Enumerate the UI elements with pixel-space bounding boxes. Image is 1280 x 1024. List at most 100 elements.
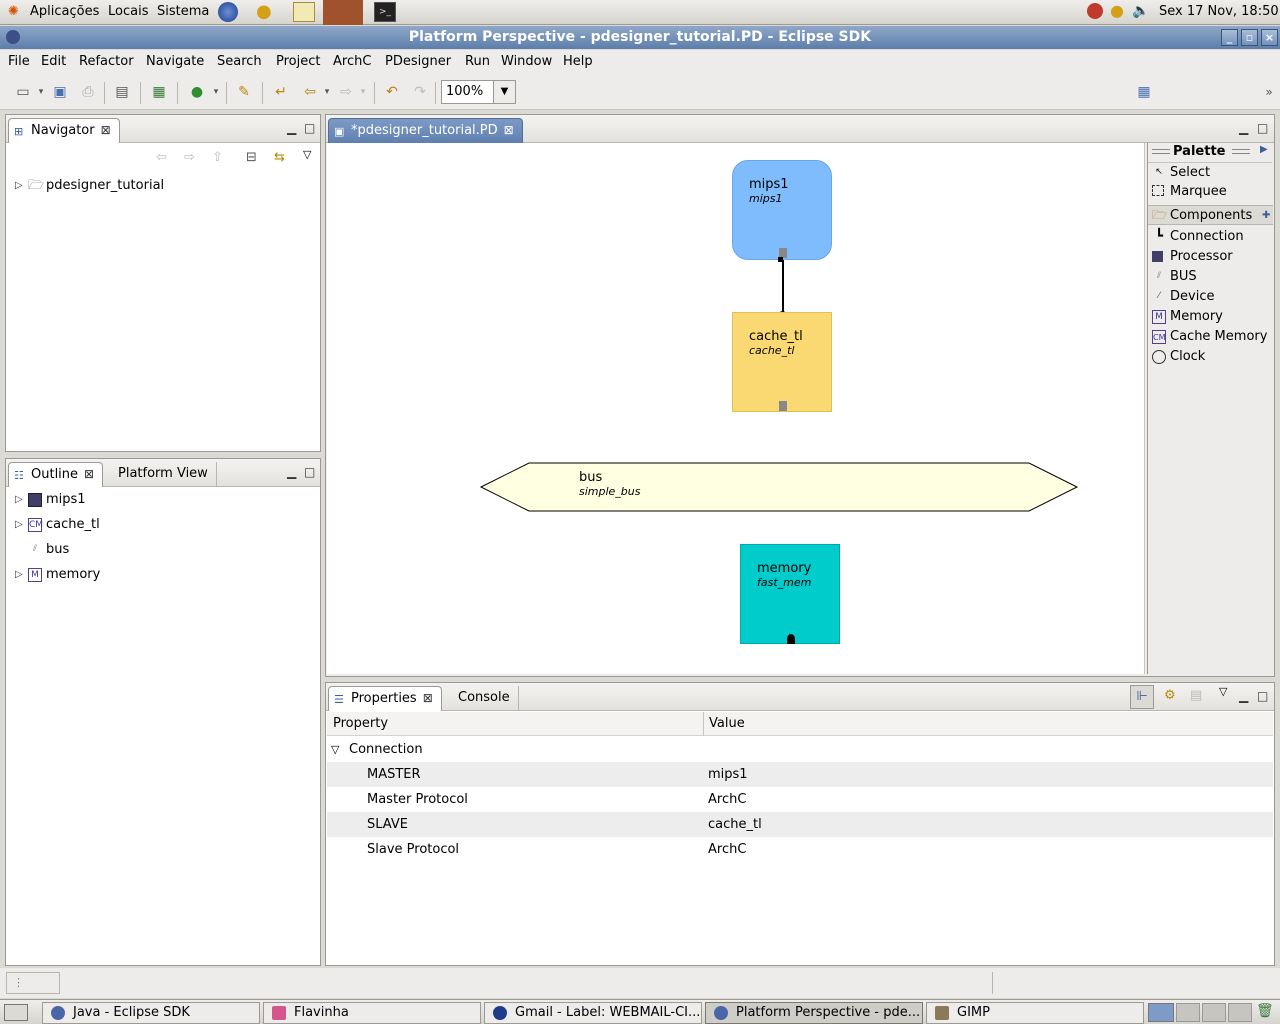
palette-tool-select[interactable]: ↖Select	[1148, 163, 1273, 183]
palette-item-device[interactable]: ⁄Device	[1148, 287, 1273, 307]
browser-launcher-icon[interactable]	[218, 2, 238, 22]
outline-item-cache[interactable]: ▷ CM cache_tl	[15, 517, 100, 532]
show-categories-icon[interactable]: ⊩	[1130, 685, 1154, 709]
undo-icon[interactable]: ↶	[386, 84, 398, 100]
workspace-3[interactable]	[1202, 1003, 1226, 1022]
tab-console[interactable]: Console	[450, 686, 519, 711]
outline-item-mips1[interactable]: ▷ mips1	[15, 492, 86, 507]
minimize-view-icon[interactable]: ▁	[287, 121, 297, 135]
text-editor-launcher-icon[interactable]	[293, 2, 315, 22]
outline-item-memory[interactable]: ▷ M memory	[15, 567, 101, 582]
collapse-all-icon[interactable]: ⊟	[246, 150, 257, 165]
new-wizard-icon[interactable]: ▭	[16, 84, 30, 100]
port-icon[interactable]	[779, 401, 787, 411]
nav-up-icon[interactable]: ⇧	[212, 150, 223, 165]
palette-tool-marquee[interactable]: Marquee	[1148, 182, 1273, 202]
minimize-view-icon[interactable]: ▁	[1239, 689, 1249, 703]
restore-default-icon[interactable]: ▤	[1190, 688, 1203, 703]
binary-icon[interactable]: ▤	[115, 84, 129, 100]
table-row[interactable]: Slave Protocol ArchC	[367, 842, 747, 857]
table-row[interactable]: SLAVE cache_tl	[327, 812, 1273, 837]
expand-arrow-icon[interactable]: ▷	[15, 180, 23, 191]
maximize-view-icon[interactable]: □	[1257, 121, 1269, 135]
run-dropdown-icon[interactable]: ▾	[213, 87, 219, 97]
palette-item-connection[interactable]: ┗Connection	[1148, 227, 1273, 247]
tray-update-icon[interactable]	[1087, 3, 1103, 19]
link-editor-icon[interactable]: ⇆	[274, 150, 285, 165]
show-desktop-icon[interactable]	[4, 1004, 28, 1021]
column-header-property[interactable]: Property	[333, 716, 389, 731]
messenger-launcher-icon[interactable]: ●	[256, 1, 272, 22]
processor-node-mips1[interactable]: mips1 mips1	[732, 160, 832, 260]
bus-node-shape[interactable]	[479, 462, 1079, 512]
diagram-canvas[interactable]: mips1 mips1 cache_tl cache_tl bus simple…	[327, 143, 1145, 674]
toolbar-overflow-icon[interactable]: »	[1265, 85, 1273, 99]
maximize-view-icon[interactable]: □	[304, 121, 316, 135]
close-icon[interactable]: ⊠	[84, 467, 95, 481]
task-gimp[interactable]: GIMP	[926, 1002, 1144, 1024]
port-icon[interactable]	[779, 248, 787, 258]
task-platform-perspective[interactable]: Platform Perspective - pde...	[705, 1002, 923, 1024]
connection-handle[interactable]	[778, 257, 783, 262]
workspace-1[interactable]	[1148, 1003, 1174, 1022]
palette-drawer-components[interactable]: 🗁Components ✚	[1148, 205, 1273, 225]
tab-properties[interactable]: ☰ Properties⊠	[328, 686, 442, 711]
pin-icon[interactable]: ✚	[1262, 210, 1271, 221]
save-icon[interactable]: ▣	[53, 84, 67, 100]
maximize-view-icon[interactable]: □	[304, 465, 316, 479]
close-icon[interactable]: ⊠	[503, 123, 514, 137]
menu-file[interactable]: File	[8, 54, 30, 69]
new-dropdown-icon[interactable]: ▾	[38, 87, 44, 97]
menu-system[interactable]: Sistema	[157, 4, 210, 19]
menu-project[interactable]: Project	[276, 54, 321, 69]
menu-applications[interactable]: Aplicações	[30, 4, 100, 19]
forward-icon[interactable]: ⇨	[340, 84, 352, 100]
group-row-connection[interactable]: ▽ Connection	[327, 737, 1273, 762]
forward-dropdown-icon[interactable]: ▾	[360, 87, 366, 97]
tab-platform-view[interactable]: Platform View	[110, 462, 217, 487]
tab-editor-pdesigner[interactable]: ▣ *pdesigner_tutorial.PD⊠	[328, 118, 523, 143]
close-icon[interactable]: ⊠	[422, 691, 433, 705]
task-gmail[interactable]: Gmail - Label: WEBMAIL-CI...	[484, 1002, 702, 1024]
palette-item-processor[interactable]: Processor	[1148, 247, 1273, 267]
nav-back-icon[interactable]: ⇦	[156, 150, 167, 165]
palette-item-bus[interactable]: ⫽BUS	[1148, 267, 1273, 287]
close-icon[interactable]: ⊠	[100, 123, 111, 137]
tray-volume-icon[interactable]: 🔈	[1132, 3, 1150, 19]
table-row[interactable]: MASTER mips1	[327, 762, 1273, 787]
menu-places[interactable]: Locais	[108, 4, 149, 19]
status-grip-icon[interactable]: ⋮	[6, 972, 60, 994]
nav-forward-icon[interactable]: ⇨	[184, 150, 195, 165]
menu-refactor[interactable]: Refactor	[79, 54, 134, 69]
tab-navigator[interactable]: ⊞ Navigator⊠	[8, 118, 120, 143]
tree-item-project[interactable]: ▷ 🗁 pdesigner_tutorial	[6, 175, 320, 197]
collapse-arrow-icon[interactable]: ▽	[331, 743, 340, 756]
ubuntu-logo-icon[interactable]: ✺	[8, 4, 19, 19]
cache-node-cache-tl[interactable]: cache_tl cache_tl	[732, 312, 832, 412]
outline-item-bus[interactable]: ⫽ bus	[6, 539, 320, 561]
connection-line[interactable]	[782, 260, 784, 316]
view-menu-icon[interactable]: ▽	[303, 148, 312, 161]
open-perspective-icon[interactable]: ▦	[1137, 84, 1151, 100]
minimize-view-icon[interactable]: ▁	[287, 465, 297, 479]
tray-messenger-icon[interactable]: ●	[1110, 1, 1124, 20]
column-header-value[interactable]: Value	[709, 716, 745, 731]
zoom-combo[interactable]: 100% ▼	[441, 80, 516, 104]
last-edit-icon[interactable]: ↵	[275, 84, 287, 100]
new-project-icon[interactable]: ▦	[152, 84, 166, 100]
image-launcher-icon[interactable]	[323, 0, 363, 25]
menu-navigate[interactable]: Navigate	[146, 54, 205, 69]
trash-icon[interactable]: 🗑	[1256, 1003, 1274, 1019]
show-advanced-icon[interactable]: ⚙	[1164, 688, 1176, 703]
eclipse-icon[interactable]	[6, 30, 20, 44]
window-title-bar[interactable]: Platform Perspective - pdesigner_tutoria…	[0, 26, 1280, 49]
back-icon[interactable]: ⇦	[304, 84, 316, 100]
maximize-view-icon[interactable]: □	[1257, 689, 1269, 703]
redo-icon[interactable]: ↷	[414, 84, 426, 100]
minimize-view-icon[interactable]: ▁	[1239, 121, 1249, 135]
menu-window[interactable]: Window	[501, 54, 553, 69]
palette-item-clock[interactable]: Clock	[1148, 347, 1273, 367]
view-menu-icon[interactable]: ▽	[1219, 685, 1228, 698]
